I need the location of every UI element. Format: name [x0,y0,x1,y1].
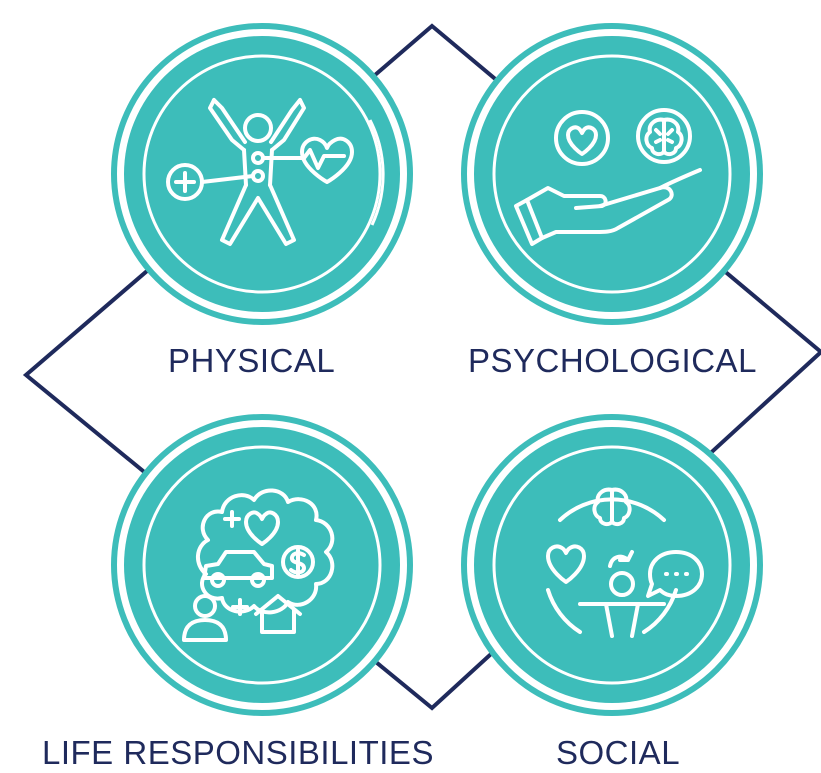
life-responsibilities-icon [182,488,335,642]
label-physical: PHYSICAL [168,342,336,379]
label-life-responsibilities: LIFE RESPONSIBILITIES [42,734,434,771]
physical-icon [166,98,354,246]
label-psychological: PSYCHOLOGICAL [468,342,757,379]
social-icon [546,487,704,638]
psychological-circle [461,23,763,325]
psychological-icon [514,108,702,246]
life-responsibilities-circle [111,414,413,716]
label-social: SOCIAL [556,734,681,771]
